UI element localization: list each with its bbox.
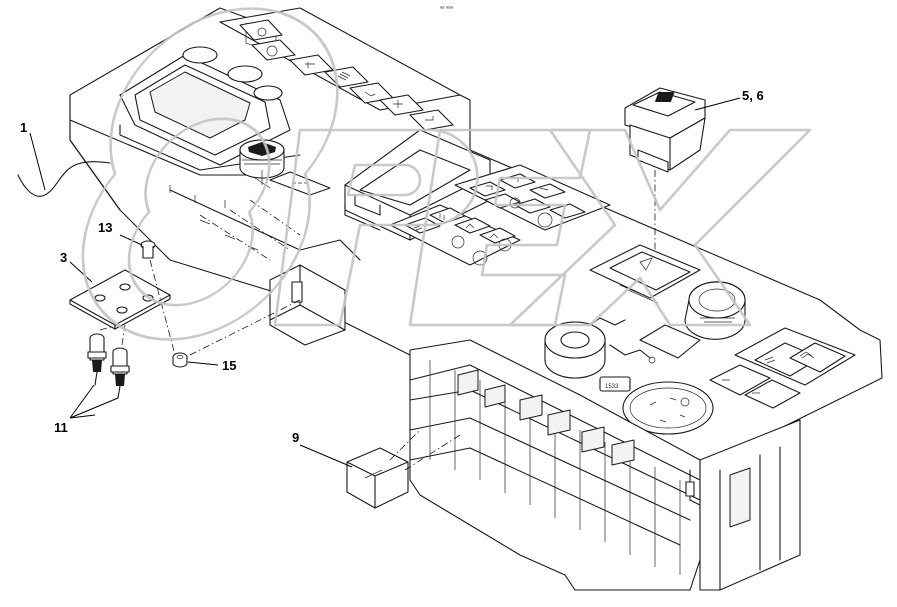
right-switch-block: [639, 324, 856, 409]
round-cap: [684, 281, 746, 340]
round-gauge: [622, 381, 714, 435]
callout-5-6: 5, 6: [742, 88, 764, 103]
callout-1: 1: [20, 120, 27, 135]
switch-cluster-low: [389, 204, 521, 266]
relay-part: 9: [292, 429, 461, 509]
callout-3: 3: [60, 250, 67, 265]
fuse-slots: [457, 369, 635, 466]
display-housing: [119, 46, 291, 166]
sensor-right: [110, 347, 130, 399]
hazard-switch: [589, 244, 701, 304]
cable-part: 1: [17, 120, 111, 197]
ring-sensor: 1533: [544, 317, 656, 392]
nut-part: 15: [149, 259, 301, 373]
sensor-left: [87, 333, 107, 386]
rocker-switch-part: 5, 6: [624, 87, 764, 250]
screw-part: 13: [98, 220, 156, 259]
top-mark: ᵃᵃ ᵃᵃᵃ: [440, 6, 454, 12]
fuse-box: [409, 339, 801, 591]
watermark: [81, 7, 812, 341]
dashboard-assembly: 1533: [69, 7, 883, 591]
mounting-plate-part: 3: [60, 250, 171, 330]
rotary-knob: [239, 139, 331, 196]
callout-11: 11: [54, 420, 68, 435]
sensor-pair-part: 11: [54, 324, 130, 435]
top-switch-row: [219, 7, 461, 131]
callout-13: 13: [98, 220, 112, 235]
callout-15: 15: [222, 358, 236, 373]
callout-9: 9: [292, 430, 299, 445]
svg-text:1533: 1533: [605, 384, 619, 390]
